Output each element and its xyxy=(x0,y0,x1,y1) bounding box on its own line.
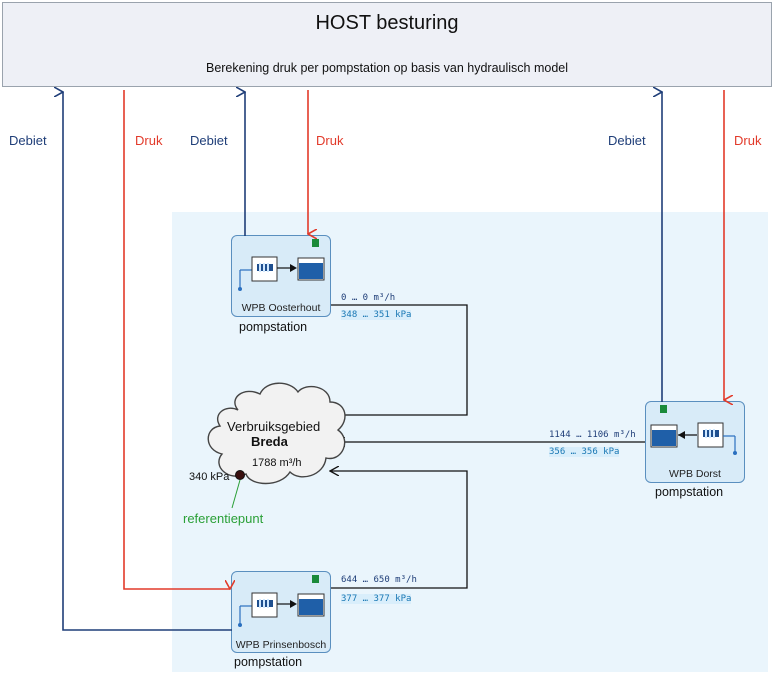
pressure-value-dorst: 356 … 356 kPa xyxy=(549,447,620,457)
pump-icon-oosterhout xyxy=(238,239,325,291)
flow-value-oosterhout: 0 … 0 m³/h xyxy=(341,293,396,303)
area-name-line2: Breda xyxy=(251,434,288,449)
druk-label-oosterhout: Druk xyxy=(316,133,344,148)
reference-point-dot xyxy=(235,470,245,480)
flow-value-dorst: 1144 … 1106 m³/h xyxy=(549,430,636,440)
station-kind-dorst: pompstation xyxy=(655,485,724,499)
debiet-label-dorst: Debiet xyxy=(608,133,646,148)
druk-line-prinsenbosch xyxy=(123,90,230,589)
pump-icon-prinsenbosch xyxy=(238,575,325,627)
flow-oosterhout-breda xyxy=(331,304,468,415)
flow-prinsenbosch-breda xyxy=(330,471,468,589)
station-name-prinsenbosch: WPB Prinsenbosch xyxy=(235,639,327,651)
breda-cloud-shape xyxy=(207,382,346,485)
station-name-oosterhout: WPB Oosterhout xyxy=(241,302,321,314)
pressure-value-oosterhout: 348 … 351 kPa xyxy=(341,310,412,320)
station-kind-oosterhout: pompstation xyxy=(239,320,308,334)
reference-leader xyxy=(231,479,241,509)
area-flow: 1788 m³/h xyxy=(252,457,302,469)
reference-point-label: referentiepunt xyxy=(183,511,264,526)
pump-icon-dorst xyxy=(650,405,737,455)
debiet-line-prinsenbosch xyxy=(63,92,232,631)
station-kind-prinsenbosch: pompstation xyxy=(234,655,303,669)
station-name-dorst: WPB Dorst xyxy=(669,468,721,480)
area-name-line1: Verbruiksgebied xyxy=(227,419,321,434)
debiet-label-oosterhout: Debiet xyxy=(190,133,228,148)
area-pressure: 340 kPa xyxy=(189,471,230,483)
pressure-value-prinsenbosch: 377 … 377 kPa xyxy=(341,594,412,604)
host-subtitle: Berekening druk per pompstation op basis… xyxy=(205,61,568,75)
flow-value-prinsenbosch: 644 … 650 m³/h xyxy=(341,575,417,585)
druk-label-dorst: Druk xyxy=(734,133,762,148)
host-title: HOST besturing xyxy=(315,12,459,34)
druk-label-prinsenbosch: Druk xyxy=(135,133,163,148)
debiet-label-prinsenbosch: Debiet xyxy=(9,133,47,148)
host-control-panel: HOST besturing Berekening druk per pomps… xyxy=(2,2,772,87)
